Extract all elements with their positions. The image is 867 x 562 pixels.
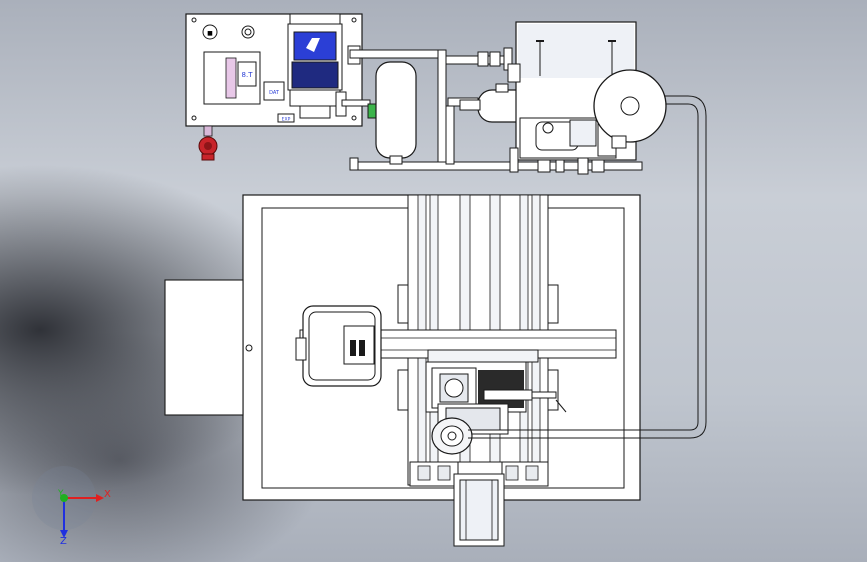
side-cover-box[interactable] bbox=[164, 279, 244, 416]
y-axis-label: Y bbox=[57, 489, 64, 499]
svg-text:■: ■ bbox=[207, 30, 213, 37]
spindle-pulley[interactable] bbox=[431, 417, 473, 455]
cooling-fan[interactable] bbox=[593, 69, 667, 149]
z-axis-label: Z bbox=[60, 536, 67, 547]
coordinate-triad: X Y Z bbox=[32, 466, 111, 547]
return-pipe[interactable] bbox=[468, 95, 707, 439]
air-pipe-network[interactable] bbox=[349, 49, 643, 171]
drain-valve[interactable] bbox=[198, 125, 218, 161]
spindle-carriage[interactable] bbox=[425, 361, 567, 435]
y-axis-motor[interactable] bbox=[453, 461, 505, 547]
x-axis-label: X bbox=[104, 489, 111, 500]
water-reservoir[interactable] bbox=[515, 21, 637, 161]
exp-tag: EXP bbox=[282, 117, 291, 123]
air-tank[interactable] bbox=[375, 61, 417, 165]
pump-motor[interactable] bbox=[287, 13, 379, 119]
pipe-fittings[interactable] bbox=[477, 47, 605, 175]
nameplate-label: DAT bbox=[269, 90, 280, 96]
digital-display: 8.T bbox=[242, 71, 254, 79]
x-axis-motor[interactable] bbox=[295, 305, 382, 387]
